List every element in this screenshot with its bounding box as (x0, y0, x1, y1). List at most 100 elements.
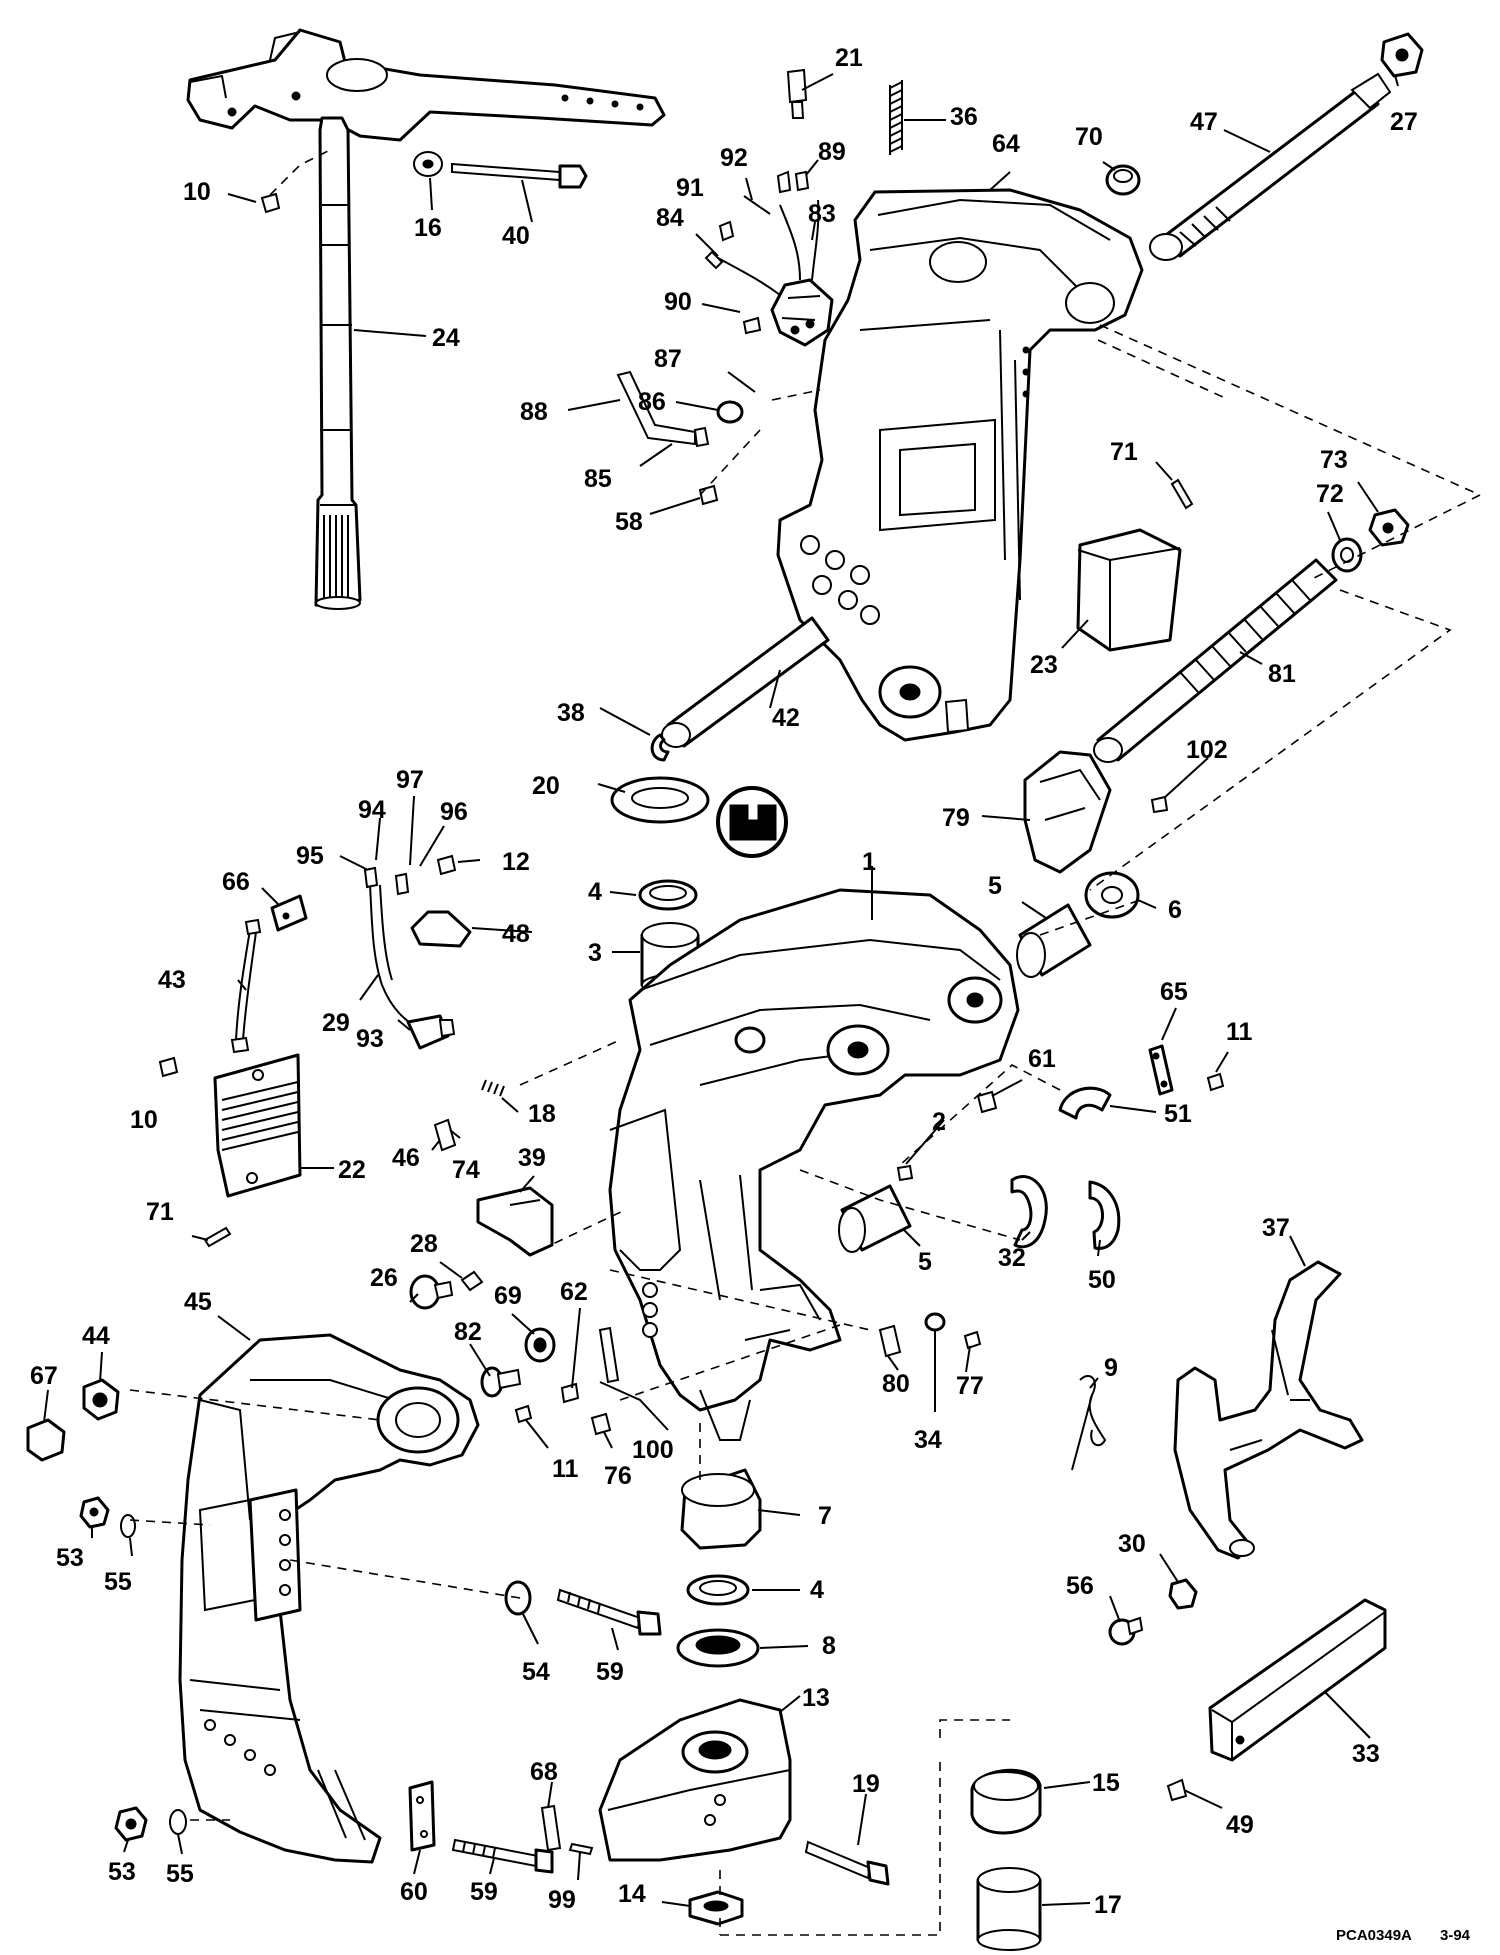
tilt-lever-37 (1173, 1260, 1364, 1560)
callout-73: 73 (1320, 446, 1348, 474)
callout-80: 80 (882, 1370, 910, 1398)
cover-23 (1076, 528, 1182, 652)
callout-22: 22 (338, 1156, 366, 1184)
trim-rod (1093, 558, 1338, 763)
callout-40: 40 (502, 222, 530, 250)
bearing-4-bottom (686, 1574, 750, 1606)
washer-55-bottom (169, 1809, 187, 1835)
washer-34 (924, 1312, 946, 1332)
callout-46: 46 (392, 1144, 420, 1172)
callout-9: 9 (1104, 1354, 1118, 1382)
callout-83: 83 (808, 200, 836, 228)
callout-42: 42 (772, 704, 800, 732)
nut-53-top (79, 1496, 110, 1529)
callout-82: 82 (454, 1318, 482, 1346)
callout-89: 89 (818, 138, 846, 166)
bolt-26 (409, 1274, 454, 1310)
callout-29: 29 (322, 1009, 350, 1037)
callout-61: 61 (1028, 1045, 1056, 1073)
callout-64: 64 (992, 130, 1020, 158)
bolt-40 (451, 162, 588, 189)
callout-23: 23 (1030, 651, 1058, 679)
bushing-70 (1105, 164, 1141, 196)
pin-46 (433, 1118, 457, 1152)
callout-69: 69 (494, 1282, 522, 1310)
bushing-5-lower (838, 1184, 912, 1253)
stern-bracket (608, 888, 1020, 1441)
callout-100: 100 (632, 1436, 674, 1464)
callout-12: 12 (502, 848, 530, 876)
cap-67 (26, 1418, 66, 1462)
callout-10-left: 10 (130, 1106, 158, 1134)
callout-27: 27 (1390, 108, 1418, 136)
wire-43 (230, 918, 262, 1054)
callout-32: 32 (998, 1244, 1026, 1272)
callout-20: 20 (532, 772, 560, 800)
callout-44: 44 (82, 1322, 110, 1350)
bolt-76 (590, 1412, 612, 1436)
callout-94: 94 (358, 796, 386, 824)
callout-5: 5 (988, 872, 1002, 900)
seal-8 (676, 1628, 760, 1668)
screw-77 (963, 1330, 982, 1350)
drawing-revision: 3-94 (1440, 1927, 1471, 1944)
optional-parts-box (720, 1719, 1010, 1936)
callout-15: 15 (1092, 1769, 1120, 1797)
callout-8: 8 (822, 1632, 836, 1660)
callout-17: 17 (1094, 1891, 1122, 1919)
callout-99: 99 (548, 1886, 576, 1914)
washer-72 (1331, 537, 1363, 573)
callout-34: 34 (914, 1426, 942, 1454)
spring-18 (481, 1079, 505, 1097)
callout-66: 66 (222, 868, 250, 896)
nut-27 (1380, 32, 1424, 78)
bolt-82 (480, 1366, 522, 1398)
callout-54: 54 (522, 1658, 550, 1686)
bushing-15 (970, 1768, 1042, 1835)
callout-77: 77 (956, 1372, 984, 1400)
steering-shaft (314, 116, 362, 610)
callout-59-bottom: 59 (470, 1878, 498, 1906)
nut-14 (688, 1890, 744, 1926)
nut-44 (82, 1378, 120, 1421)
callout-92: 92 (720, 144, 748, 172)
callout-47: 47 (1190, 108, 1218, 136)
lever-88 (616, 370, 710, 448)
washer-6 (1084, 871, 1140, 919)
plate-60 (408, 1780, 436, 1852)
callout-48: 48 (502, 920, 530, 948)
callout-33: 33 (1352, 1740, 1380, 1768)
drawing-code-footer: PCA0349A 3-94 (1336, 1927, 1471, 1944)
bar-33 (1208, 1598, 1387, 1762)
switch-assembly (704, 68, 834, 347)
nut-73 (1368, 508, 1410, 547)
clip-66 (270, 894, 308, 932)
callout-93: 93 (356, 1025, 384, 1053)
callout-96: 96 (440, 798, 468, 826)
callout-2: 2 (932, 1108, 946, 1136)
callout-11-mid: 11 (552, 1455, 579, 1483)
drawing-code: PCA0349A (1336, 1927, 1412, 1944)
callout-71: 71 (1110, 438, 1138, 466)
callout-55-top: 55 (104, 1568, 132, 1596)
callout-67: 67 (30, 1362, 58, 1390)
callout-51: 51 (1164, 1100, 1192, 1128)
callout-1: 1 (862, 848, 876, 876)
callout-13: 13 (802, 1684, 830, 1712)
tilt-tube (1149, 72, 1392, 261)
callout-50: 50 (1088, 1266, 1116, 1294)
bracket-48 (410, 910, 472, 948)
spacer-17 (976, 1867, 1042, 1951)
callout-38: 38 (557, 699, 585, 727)
callout-39: 39 (518, 1144, 546, 1172)
plate-62 (560, 1326, 620, 1404)
screw-10-top (260, 192, 281, 214)
steering-arm (186, 28, 666, 142)
bushing-7 (680, 1468, 762, 1550)
screw-10-left (158, 1056, 179, 1078)
bearing-4-top (638, 879, 698, 911)
callout-16: 16 (414, 214, 442, 242)
sensor-93 (406, 1014, 456, 1050)
callout-4-lower: 4 (810, 1576, 824, 1604)
callout-36: 36 (950, 103, 978, 131)
